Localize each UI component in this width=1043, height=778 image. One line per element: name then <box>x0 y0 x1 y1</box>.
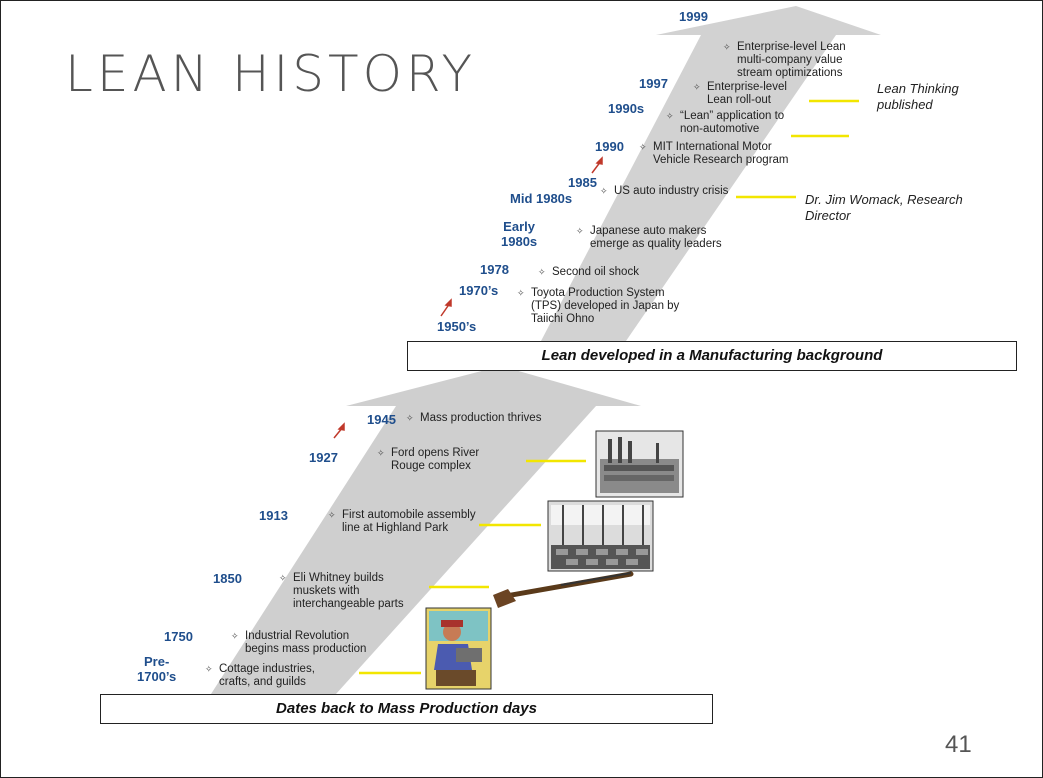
year-1750: 1750 <box>164 629 193 644</box>
event-1978: ✧Second oil shock <box>538 266 639 278</box>
year-1913: 1913 <box>259 508 288 523</box>
year-early-1980s: Early 1980s <box>501 219 538 249</box>
note-womack: Dr. Jim Womack, Research Director <box>805 192 963 223</box>
event-1913: ✧First automobile assembly line at Highl… <box>328 509 476 534</box>
year-1945: 1945 <box>367 412 396 427</box>
event-1990: ✧MIT International Motor Vehicle Researc… <box>639 141 789 166</box>
event-1950s: ✧Toyota Production System (TPS) develope… <box>517 287 680 325</box>
year-1978: 1978 <box>480 262 509 277</box>
small-red-arrow-head <box>444 298 452 307</box>
page-number: 41 <box>945 731 972 758</box>
upper-timeline-arrow <box>471 6 881 341</box>
event-1990s: ✧“Lean” application to non-automotive <box>666 110 785 135</box>
musket-illustration <box>493 571 634 608</box>
small-red-arrow-head <box>595 156 603 165</box>
year-mid-1980s: Mid 1980s <box>510 191 573 206</box>
slide-title: LEAN HISTORY <box>65 45 477 103</box>
lower-timeline-arrow <box>151 366 641 694</box>
cottage-craftsman-clipart <box>425 607 492 690</box>
event-1985: ✧US auto industry crisis <box>600 185 729 197</box>
event-1927: ✧Ford opens River Rouge complex <box>377 447 480 472</box>
year-1970s: 1970’s <box>459 283 499 298</box>
year-1997: 1997 <box>639 76 668 91</box>
year-1990: 1990 <box>595 139 624 154</box>
note-lean-thinking: Lean Thinking published <box>877 81 959 112</box>
year-pre-1700s: Pre- 1700’s <box>137 654 177 684</box>
year-1985: 1985 <box>568 175 597 190</box>
year-1927: 1927 <box>309 450 338 465</box>
event-1850: ✧Eli Whitney builds muskets with interch… <box>279 572 404 610</box>
event-1997: ✧Enterprise-level Lean roll-out <box>693 81 787 106</box>
upper-banner: Lean developed in a Manufacturing backgr… <box>407 341 1017 371</box>
small-red-arrow-head <box>337 422 345 431</box>
lower-banner: Dates back to Mass Production days <box>100 694 713 724</box>
event-1999: ✧Enterprise-level Lean multi-company val… <box>723 41 846 79</box>
year-1990s: 1990s <box>608 101 645 116</box>
year-1850: 1850 <box>213 571 242 586</box>
event-early-1980s: ✧Japanese auto makers emerge as quality … <box>576 225 722 250</box>
highland-park-photo <box>547 500 654 572</box>
year-1999: 1999 <box>679 9 708 24</box>
river-rouge-photo <box>595 430 684 498</box>
event-pre-1700s: ✧Cottage industries, crafts, and guilds <box>205 663 315 688</box>
event-1750: ✧Industrial Revolution begins mass produ… <box>231 630 367 655</box>
event-1945: ✧Mass production thrives <box>406 412 542 424</box>
year-1950s: 1950’s <box>437 319 477 334</box>
